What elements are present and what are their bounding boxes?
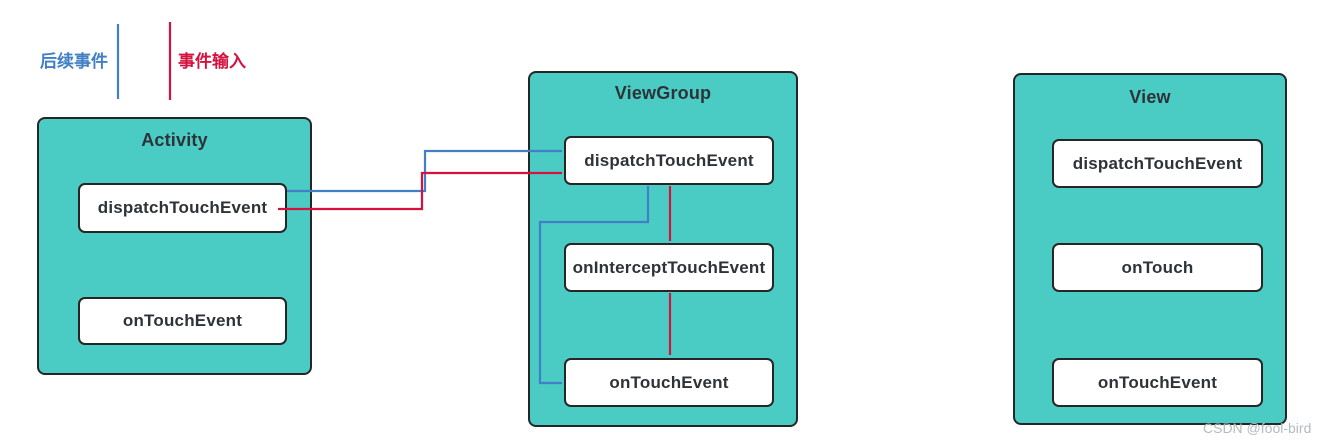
viewgroup-panel: ViewGroup dispatchTouchEvent onIntercept… bbox=[528, 71, 798, 427]
viewgroup-on-intercept-touch-event-box: onInterceptTouchEvent bbox=[564, 243, 774, 292]
legend-subsequent-events-label: 后续事件 bbox=[40, 52, 108, 71]
activity-on-touch-event-box: onTouchEvent bbox=[78, 297, 287, 345]
activity-to-viewgroup-blue-arrow bbox=[287, 149, 562, 193]
activity-panel-title: Activity bbox=[141, 130, 208, 150]
viewgroup-on-touch-event-box: onTouchEvent bbox=[564, 358, 774, 407]
view-panel-title: View bbox=[1129, 87, 1171, 107]
view-on-touch-box: onTouch bbox=[1052, 243, 1263, 292]
view-on-touch-event-box: onTouchEvent bbox=[1052, 358, 1263, 407]
watermark-text: CSDN @fool-bird bbox=[1203, 420, 1312, 436]
activity-to-viewgroup-red-arrow bbox=[278, 171, 562, 211]
activity-dispatch-touch-event-box: dispatchTouchEvent bbox=[78, 183, 287, 233]
activity-panel: Activity dispatchTouchEvent onTouchEvent bbox=[37, 117, 312, 375]
legend-event-input-label: 事件输入 bbox=[178, 52, 246, 71]
viewgroup-dispatch-touch-event-box: dispatchTouchEvent bbox=[564, 136, 774, 185]
view-panel: View dispatchTouchEvent onTouch onTouchE… bbox=[1013, 73, 1287, 425]
viewgroup-panel-title: ViewGroup bbox=[614, 83, 712, 103]
view-dispatch-touch-event-box: dispatchTouchEvent bbox=[1052, 139, 1263, 188]
